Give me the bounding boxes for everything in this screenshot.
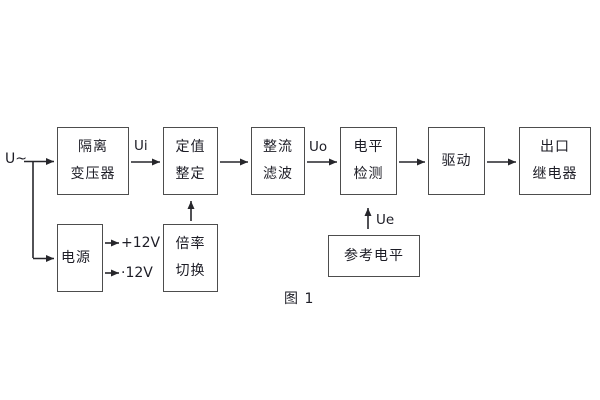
- block-power-supply: 电源: [57, 224, 103, 292]
- block-setting-adjustment-line2: 整定: [175, 166, 206, 182]
- block-output-relay: 出口 继电器: [519, 127, 591, 195]
- block-rectifier-filter-line1: 整流: [263, 139, 293, 155]
- block-isolation-transformer-line1: 隔离: [78, 139, 108, 155]
- block-ratio-switch-line1: 倍率: [175, 236, 206, 252]
- block-drive: 驱动: [428, 127, 485, 195]
- block-output-relay-line1: 出口: [540, 139, 570, 155]
- block-ratio-switch: 倍率 切换: [163, 224, 218, 292]
- block-level-detection: 电平 检测: [340, 127, 397, 195]
- figure-caption: 图 1: [284, 291, 315, 307]
- block-output-relay-line2: 继电器: [532, 166, 578, 182]
- block-level-detection-line2: 检测: [353, 166, 384, 182]
- label-ue-signal: Ue: [376, 212, 395, 228]
- label-input-voltage: U~: [5, 151, 27, 167]
- block-reference-level-label: 参考电平: [344, 247, 404, 264]
- block-ratio-switch-line2: 切换: [175, 263, 206, 279]
- block-power-supply-label: 电源: [61, 249, 91, 266]
- block-setting-adjustment-line1: 定值: [175, 139, 206, 155]
- label-uo-signal: Uo: [309, 139, 328, 155]
- block-level-detection-line1: 电平: [353, 139, 384, 155]
- block-rectifier-filter: 整流 滤波: [251, 127, 305, 195]
- label-plus-12v: +12V: [121, 235, 161, 251]
- block-drive-label: 驱动: [441, 152, 472, 169]
- block-isolation-transformer: 隔离 变压器: [57, 127, 129, 195]
- block-setting-adjustment: 定值 整定: [163, 127, 218, 195]
- label-ui-signal: Ui: [134, 138, 148, 154]
- block-rectifier-filter-line2: 滤波: [263, 166, 293, 182]
- label-minus-12v: ·12V: [121, 265, 153, 281]
- block-reference-level: 参考电平: [328, 235, 420, 277]
- block-isolation-transformer-line2: 变压器: [70, 166, 116, 182]
